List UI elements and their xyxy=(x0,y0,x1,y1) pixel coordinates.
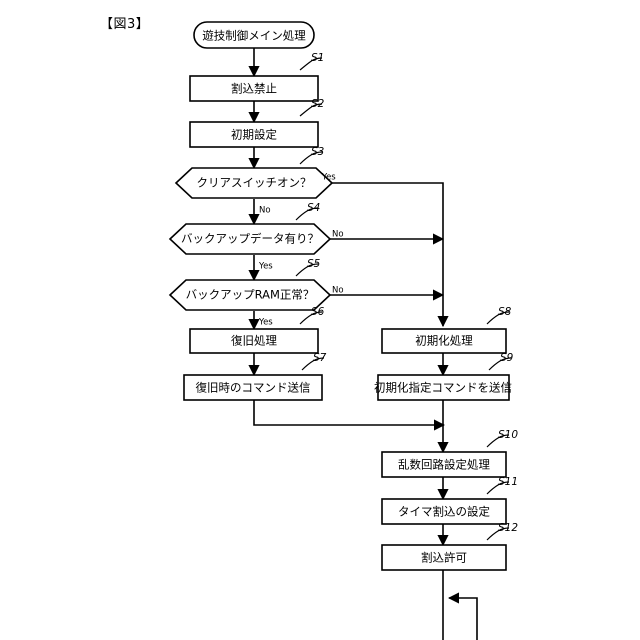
edge-label-s5-no: No xyxy=(332,286,344,296)
node-s4-label: バックアップデータ有り？ xyxy=(181,232,319,246)
edge-label-s5-yes: Yes xyxy=(258,318,273,328)
step-leader-s8 xyxy=(486,311,510,325)
node-s2-label: 初期設定 xyxy=(231,128,277,142)
step-id-s11: S11 xyxy=(498,476,518,488)
node-s8-shape xyxy=(381,328,507,354)
node-s10-shape xyxy=(381,451,507,478)
edge-label-s3-yes: Yes xyxy=(321,173,336,183)
node-s5-label: バックアップRAM正常？ xyxy=(186,288,315,302)
step-leader-s6 xyxy=(299,311,323,325)
step-id-s7: S7 xyxy=(313,352,327,364)
step-leader-s7 xyxy=(301,357,325,371)
node-s7-shape xyxy=(183,374,323,401)
step-id-s4: S4 xyxy=(307,202,320,214)
node-s11-shape xyxy=(381,498,507,525)
step-leader-s4 xyxy=(295,207,319,221)
step-id-s9: S9 xyxy=(500,352,514,364)
node-s4-shape xyxy=(168,223,332,255)
node-s3-shape xyxy=(174,167,334,199)
node-s7-label: 復旧時のコマンド送信 xyxy=(196,381,311,395)
node-s6-shape xyxy=(189,328,319,354)
figure-number-label: 【図3】 xyxy=(100,17,150,32)
step-leader-s11 xyxy=(486,481,510,495)
node-s2-shape xyxy=(189,121,319,148)
step-id-s12: S12 xyxy=(498,522,518,534)
step-leader-s9 xyxy=(488,357,512,371)
node-start-shape xyxy=(193,21,315,49)
edge-label-s4-yes: Yes xyxy=(258,262,273,272)
step-leader-s12 xyxy=(486,527,510,541)
step-id-s1: S1 xyxy=(311,52,324,64)
step-leader-s1 xyxy=(299,57,323,71)
node-s9-label: 初期化指定コマンドを送信 xyxy=(374,381,512,395)
step-id-s6: S6 xyxy=(311,306,325,318)
step-id-s10: S10 xyxy=(498,429,518,441)
node-s8-label: 初期化処理 xyxy=(415,334,473,348)
node-s5-shape xyxy=(168,279,332,311)
step-id-s8: S8 xyxy=(498,306,512,318)
node-s6-label: 復旧処理 xyxy=(231,334,277,348)
node-s9-shape xyxy=(377,374,510,401)
node-start-label: 遊技制御メイン処理 xyxy=(202,29,306,43)
step-id-s5: S5 xyxy=(307,258,321,270)
node-s1-label: 割込禁止 xyxy=(231,82,277,96)
edge-label-s4-no: No xyxy=(332,230,344,240)
connector-s7-to-right-column xyxy=(253,400,446,431)
connector-loop-back xyxy=(447,592,478,640)
node-s11-label: タイマ割込の設定 xyxy=(398,505,490,519)
node-s12-label: 割込許可 xyxy=(421,551,467,565)
edge-label-s3-no: No xyxy=(259,206,271,216)
connector-s3-yes-to-s8 xyxy=(320,182,449,328)
node-s1-shape xyxy=(189,75,319,102)
node-s10-label: 乱数回路設定処理 xyxy=(398,458,490,472)
step-leader-s3 xyxy=(299,151,323,165)
step-id-s3: S3 xyxy=(311,146,324,158)
step-id-s2: S2 xyxy=(311,98,325,110)
node-s3-label: クリアスイッチオン？ xyxy=(197,176,312,190)
step-leader-s2 xyxy=(299,103,323,117)
step-leader-s10 xyxy=(486,434,510,448)
node-s12-shape xyxy=(381,544,507,571)
step-leader-s5 xyxy=(295,263,319,277)
